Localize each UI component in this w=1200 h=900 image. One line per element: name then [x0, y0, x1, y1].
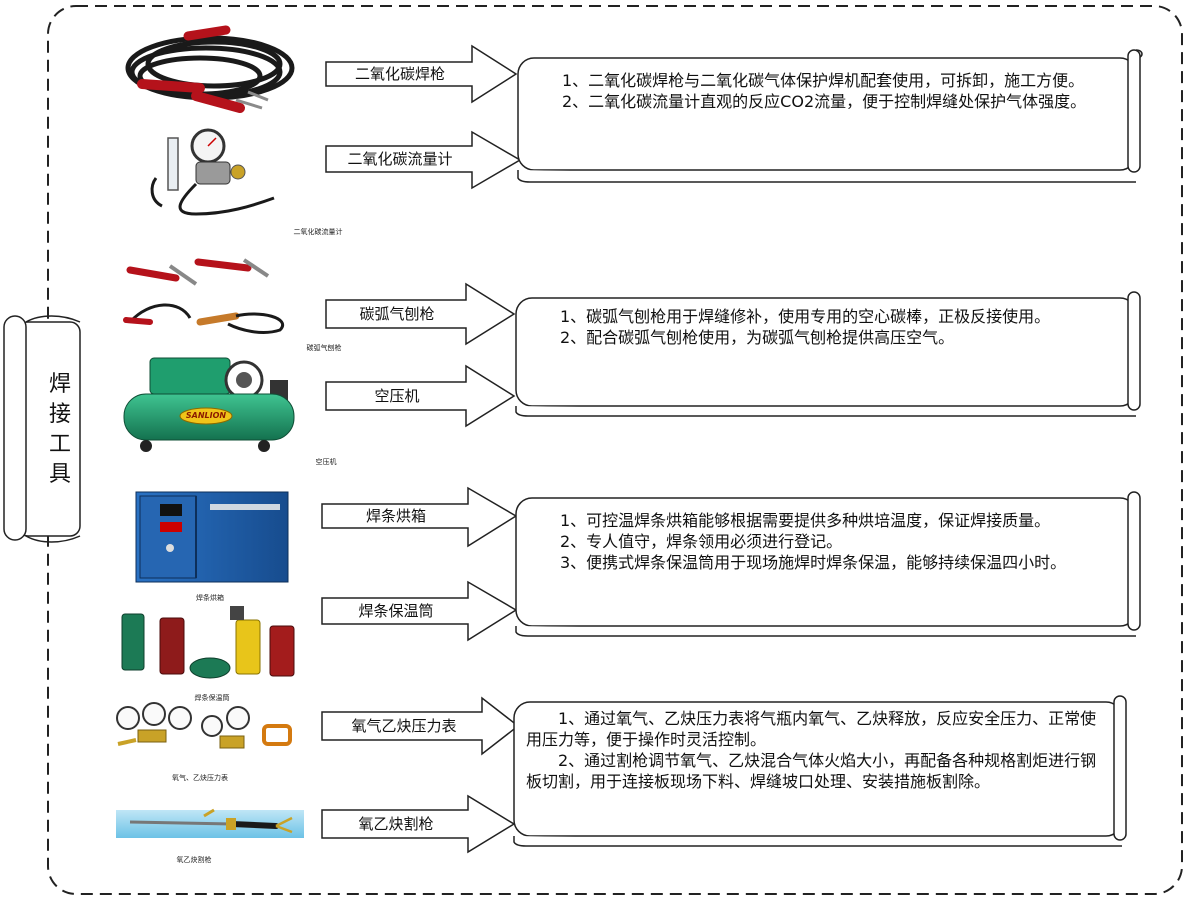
arrow-torch: [321, 794, 516, 854]
arrow-label-gouging-gun: 碳弧气刨枪: [359, 305, 435, 323]
panel-paragraph: 2、二氧化碳流量计直观的反应CO2流量，便于控制焊缝处保护气体强度。: [562, 92, 1087, 111]
arrow-gouging-gun: [325, 282, 516, 346]
panel-co2-description: 1、二氧化碳焊枪与二氧化碳气体保护焊机配套使用，可拆卸，施工方便。 2、二氧化碳…: [530, 70, 1120, 112]
panel-electrode-description: 1、可控温焊条烘箱能够根据需要提供多种烘培温度，保证焊接质量。 2、专人值守，焊…: [528, 510, 1122, 573]
arrow-co2-gun: [325, 44, 518, 104]
caption-gauges: 氧气、乙炔压力表: [172, 774, 228, 782]
arrow-label-co2-flowmeter: 二氧化碳流量计: [347, 150, 453, 168]
photo-cutting-torch: [116, 808, 304, 838]
panel-paragraph: 2、配合碳弧气刨枪使用，为碳弧气刨枪提供高压空气。: [560, 328, 955, 347]
photo-electrode-quivers: [121, 606, 295, 679]
caption-gouging-gun: 碳弧气刨枪: [306, 344, 342, 352]
title-char: 焊: [48, 372, 71, 397]
arrow-label-co2-gun: 二氧化碳焊枪: [354, 65, 445, 83]
panel-paragraph: 2、通过割枪调节氧气、乙炔混合气体火焰大小，再配备各种规格割炬进行钢板切割，用于…: [526, 751, 1097, 791]
panel-paragraph: 2、专人值守，焊条领用必须进行登记。: [560, 532, 843, 551]
arrow-label-compressor: 空压机: [374, 387, 420, 405]
panel-shape-3: [515, 491, 1141, 637]
panel-paragraph: 1、可控温焊条烘箱能够根据需要提供多种烘培温度，保证焊接质量。: [560, 511, 1051, 530]
arrow-quiver: [321, 580, 518, 642]
title-char: 接: [48, 402, 71, 427]
title-char: 工: [48, 432, 71, 457]
panel-shape-4: [513, 695, 1127, 847]
panel-paragraph: 1、通过氧气、乙炔压力表将气瓶内氧气、乙炔释放，反应安全压力、正常使用压力等，便…: [526, 709, 1097, 749]
panel-paragraph: 1、碳弧气刨枪用于焊缝修补，使用专用的空心碳棒，正极反接使用。: [560, 307, 1051, 326]
panel-gouging-description: 1、碳弧气刨枪用于焊缝修补，使用专用的空心碳棒，正极反接使用。 2、配合碳弧气刨…: [528, 306, 1122, 348]
photo-electrode-oven: [135, 491, 289, 583]
arrow-label-quiver: 焊条保温筒: [358, 602, 434, 620]
photo-gouging-gun: [123, 258, 284, 334]
arrow-label-gauges: 氧气乙炔压力表: [351, 717, 457, 735]
arrow-label-torch: 氧乙炔割枪: [358, 815, 434, 833]
photo-gas-gauges: [116, 702, 292, 749]
caption-quiver: 焊条保温筒: [194, 694, 230, 702]
arrow-gauges: [321, 696, 520, 756]
compressor-brand-logo: SANLION: [185, 411, 227, 420]
caption-oven: 焊条烘箱: [196, 594, 224, 602]
panel-shape-1: [517, 49, 1143, 183]
panel-shape-2: [515, 291, 1141, 417]
title-scroll: [3, 315, 81, 543]
panel-gas-cutting-description: 1、通过氧气、乙炔压力表将气瓶内氧气、乙炔释放，反应安全压力、正常使用压力等，便…: [526, 708, 1106, 792]
caption-torch: 氧乙炔割枪: [176, 856, 212, 864]
arrow-oven: [321, 486, 518, 548]
photo-air-compressor: [123, 357, 295, 452]
arrow-label-oven: 焊条烘箱: [365, 507, 426, 525]
title-char: 具: [48, 462, 71, 487]
photo-co2-welding-gun: [125, 25, 295, 113]
panel-paragraph: 3、便携式焊条保温筒用于现场施焊时焊条保温，能够持续保温四小时。: [560, 553, 1067, 572]
photo-co2-flowmeter: [150, 128, 275, 216]
diagram-title: 焊 接 工 具: [40, 370, 80, 490]
caption-flowmeter: 二氧化碳流量计: [293, 228, 343, 236]
panel-paragraph: 1、二氧化碳焊枪与二氧化碳气体保护焊机配套使用，可拆卸，施工方便。: [562, 71, 1085, 90]
arrow-co2-flowmeter: [325, 130, 522, 190]
caption-compressor: 空压机: [315, 458, 337, 466]
arrow-compressor: [325, 364, 516, 428]
